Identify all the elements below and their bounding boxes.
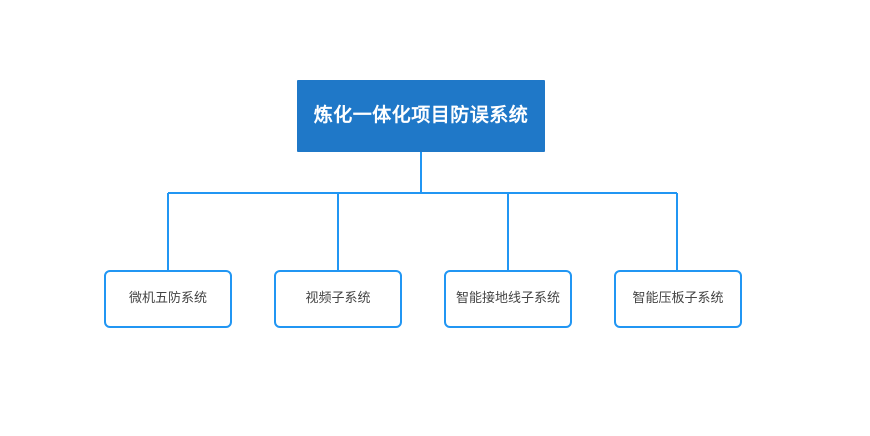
node-child-label: 智能压板子系统 [632,290,724,306]
node-child-label: 智能接地线子系统 [455,290,560,306]
node-root-label: 炼化一体化项目防误系统 [313,104,529,127]
node-child-weiji-wufang[interactable]: 微机五防系统 [104,270,232,328]
node-child-label: 视频子系统 [305,290,371,306]
node-root[interactable]: 炼化一体化项目防误系统 [297,80,545,152]
node-child-yaban[interactable]: 智能压板子系统 [614,270,742,328]
node-child-label: 微机五防系统 [128,290,207,306]
node-child-shipin[interactable]: 视频子系统 [274,270,402,328]
node-child-jiediixian[interactable]: 智能接地线子系统 [444,270,572,328]
